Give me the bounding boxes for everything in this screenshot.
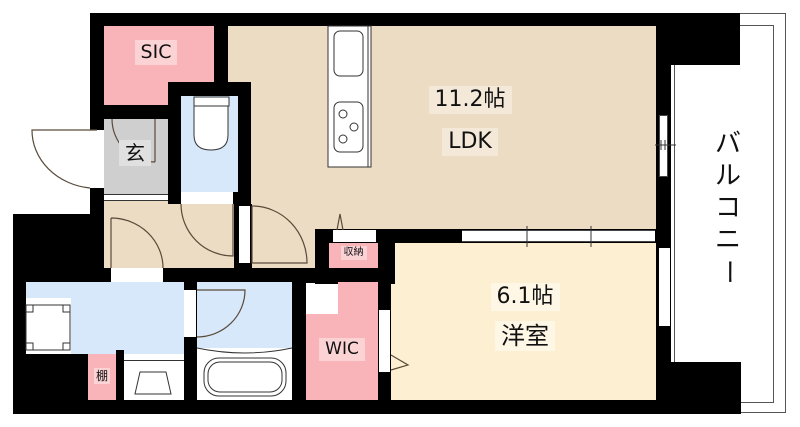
entrance-text: 玄 [119,140,151,166]
balcony-char-5: ー [713,259,743,285]
ldk-name-text: LDK [442,128,498,156]
balcony-char-3: コ [714,193,741,223]
label-ldk-size: 11.2帖 [420,86,520,114]
label-shelf: 棚 [88,368,116,384]
label-ldk-name: LDK [420,128,520,156]
label-entrance: 玄 [111,140,159,166]
balcony-char-2: ル [714,161,741,191]
balcony-char-4: ニ [714,225,741,255]
toilet-door-opening [181,192,233,204]
outer-wall-bottom [13,400,741,414]
bathtub-area [197,348,292,400]
washing-machine-pan [26,298,71,354]
balcony-door-ldk [659,115,668,177]
balcony-window-western [659,248,670,326]
balcony-char-1: バ [714,129,741,159]
western-size-text: 6.1帖 [490,283,560,311]
wic-text: WIC [319,338,365,361]
sic-text: SIC [134,40,178,65]
ldk-size-text: 11.2帖 [428,86,512,114]
vanity-area [124,360,184,400]
label-wic: WIC [312,338,372,361]
storage-door [333,230,376,242]
hallway-top-band [104,194,168,201]
bath-door-opening [184,290,196,337]
room-toilet [181,96,238,192]
entrance-door-opening [90,130,104,188]
label-sic: SIC [124,40,188,65]
washroom-door-opening [111,268,163,282]
outer-wall-top [90,13,680,26]
wic-door-opening [379,310,390,372]
label-western-name: 洋室 [475,321,575,351]
wall-bath-wic [292,282,306,402]
wall-sic-bottom [104,105,168,119]
room-hallway [104,200,334,269]
room-bath [197,282,292,348]
balcony-outer-frame [670,13,786,413]
wall-sic-right [214,26,228,82]
western-name-text: 洋室 [495,321,555,351]
wall-shelf-right [116,350,124,402]
storage-text: 収納 [340,246,367,260]
label-storage: 収納 [329,246,378,260]
label-western-size: 6.1帖 [475,283,575,311]
outer-wall-bottom-right-block [655,362,741,414]
room-ldk [228,26,656,229]
shelf-text: 棚 [93,368,110,384]
label-balcony: バ ル コ ニ ー [710,128,746,288]
ldk-door-opening [239,206,250,263]
room-washroom-upper [104,282,184,298]
sliding-window-ldk-western [462,230,655,242]
